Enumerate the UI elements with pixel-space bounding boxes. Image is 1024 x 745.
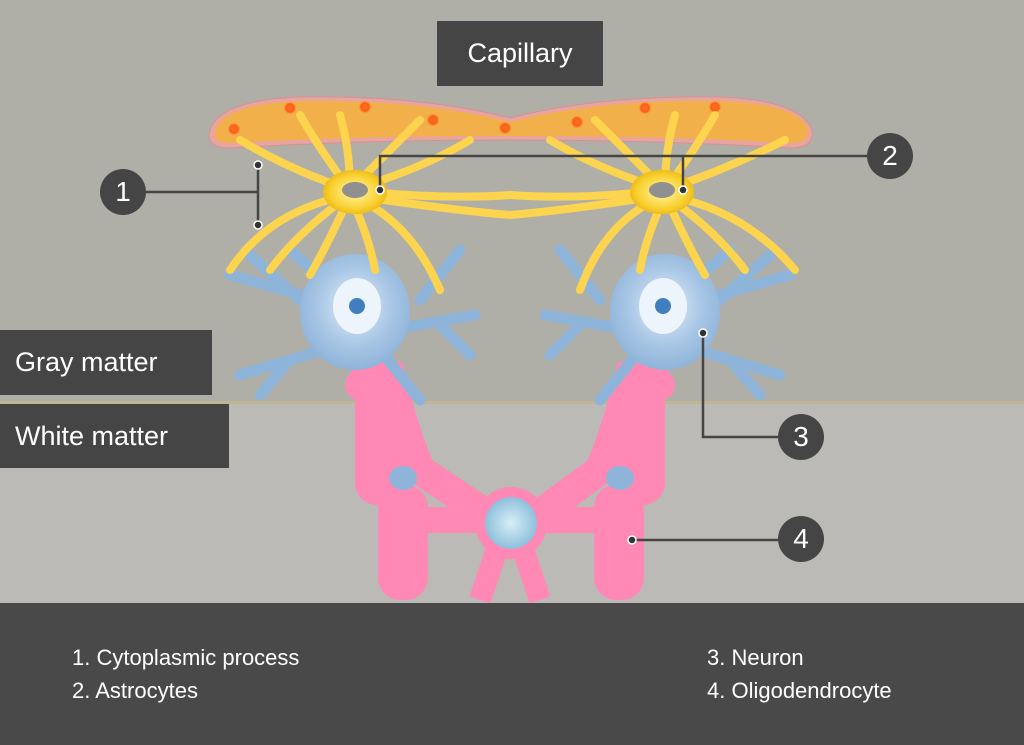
legend-item-oligodendrocyte: 4. Oligodendrocyte bbox=[707, 678, 892, 703]
capillary-label: Capillary bbox=[437, 21, 603, 86]
leader-lines bbox=[146, 154, 867, 542]
brain-cell-diagram bbox=[146, 96, 867, 604]
capillary-nuclei bbox=[227, 100, 722, 136]
callout-badge-4: 4 bbox=[778, 516, 824, 562]
legend-item-cytoplasmic-process: 1. Cytoplasmic process bbox=[72, 645, 300, 670]
callout-badge-3: 3 bbox=[778, 414, 824, 460]
callout-badge-2: 2 bbox=[867, 133, 913, 179]
neuron-left bbox=[224, 244, 481, 406]
legend-panel bbox=[0, 603, 1024, 745]
leader-endpoints bbox=[253, 160, 708, 545]
oligodendrocyte bbox=[345, 358, 675, 604]
leader-line-1 bbox=[146, 165, 260, 225]
astrocyte-left bbox=[226, 111, 514, 294]
gray-white-boundary bbox=[0, 401, 1024, 404]
leader-line-2 bbox=[378, 154, 867, 190]
legend-item-neuron: 3. Neuron bbox=[707, 645, 804, 670]
callout-badge-1: 1 bbox=[100, 169, 146, 215]
neuron-right bbox=[539, 244, 796, 406]
capillary bbox=[208, 96, 813, 149]
white-matter-label: White matter bbox=[0, 404, 229, 468]
legend-item-astrocytes: 2. Astrocytes bbox=[72, 678, 198, 703]
astrocyte-right bbox=[506, 111, 799, 294]
leader-line-3 bbox=[701, 333, 778, 439]
gray-matter-label: Gray matter bbox=[0, 330, 212, 395]
